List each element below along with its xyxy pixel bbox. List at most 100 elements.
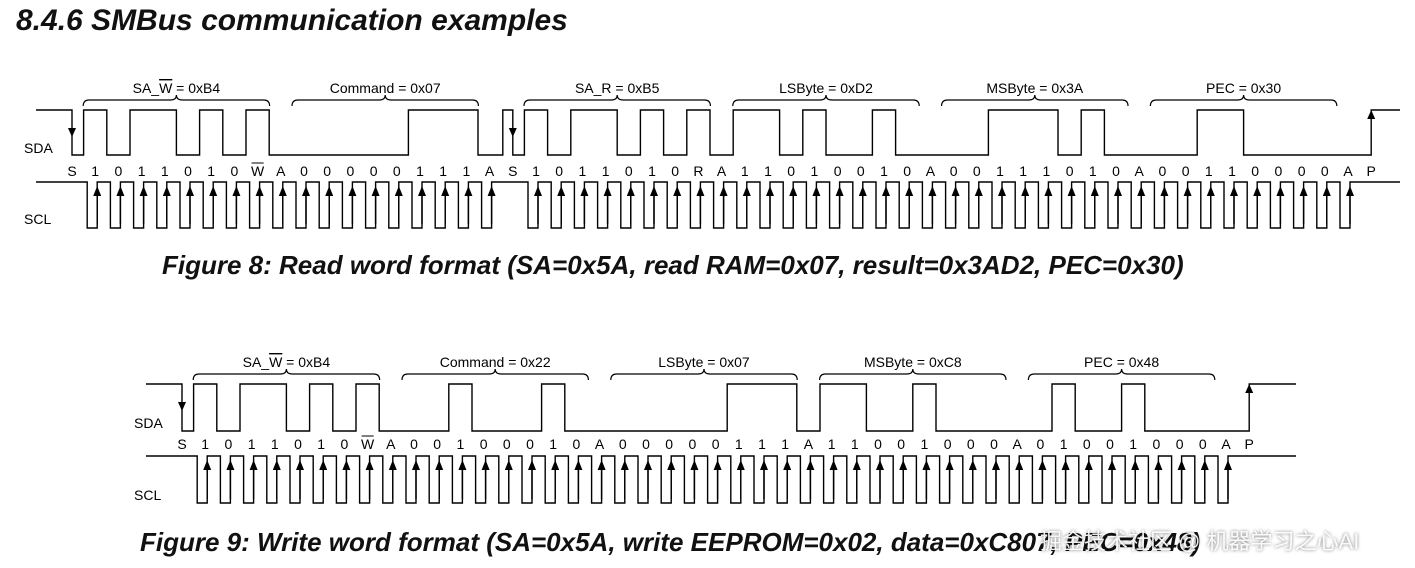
bit-label: 0 bbox=[1298, 163, 1306, 179]
clock-edge-arrowhead bbox=[644, 460, 652, 470]
clock-edge-arrowhead bbox=[829, 460, 838, 470]
bit-label: 1 bbox=[602, 163, 610, 179]
figure-8-caption: Figure 8: Read word format (SA=0x5A, rea… bbox=[162, 250, 1184, 280]
bit-label: 1 bbox=[811, 163, 819, 179]
clock-edge-arrowhead bbox=[1131, 460, 1140, 470]
bit-label: 0 bbox=[787, 163, 795, 179]
byte-group-label: LSByte = 0x07 bbox=[658, 354, 750, 370]
bit-label: 0 bbox=[1153, 436, 1161, 452]
byte-group-brace bbox=[819, 368, 1007, 381]
bit-label: W bbox=[361, 436, 375, 452]
clock-edge-arrowhead bbox=[371, 186, 380, 196]
clock-edge-arrowhead bbox=[736, 460, 745, 470]
bit-label: 1 bbox=[138, 163, 146, 179]
clock-edge-arrowhead bbox=[1108, 460, 1116, 470]
bit-label: 0 bbox=[1176, 436, 1184, 452]
clock-edge-arrowhead bbox=[905, 186, 914, 196]
bit-label: A bbox=[926, 163, 936, 179]
clock-edge-arrowhead bbox=[574, 460, 583, 470]
clock-edge-arrowhead bbox=[626, 186, 635, 196]
bit-label: 0 bbox=[294, 436, 302, 452]
start-condition-arrow bbox=[68, 128, 76, 137]
bit-label: 0 bbox=[625, 163, 633, 179]
bit-label: 1 bbox=[549, 436, 557, 452]
bit-label: A bbox=[276, 163, 286, 179]
clock-edge-arrowhead bbox=[319, 460, 328, 470]
clock-edge-arrowhead bbox=[1015, 460, 1024, 470]
byte-group-label: MSByte = 0x3A bbox=[986, 80, 1084, 96]
bit-label: 1 bbox=[416, 163, 424, 179]
clock-edge-arrowhead bbox=[1090, 186, 1099, 196]
bit-label: 1 bbox=[91, 163, 99, 179]
clock-edge-arrowhead bbox=[209, 186, 218, 196]
clock-edge-arrowhead bbox=[968, 460, 977, 470]
bit-label: 0 bbox=[115, 163, 123, 179]
watermark: 掘金技术社区 @ 机器学习之心AI bbox=[1040, 529, 1360, 554]
clock-edge-arrowhead bbox=[435, 460, 444, 470]
byte-group-brace bbox=[610, 368, 798, 381]
byte-group-label: Command = 0x22 bbox=[440, 354, 551, 370]
clock-edge-arrowhead bbox=[852, 460, 861, 470]
bit-label: 0 bbox=[950, 163, 958, 179]
bit-label: 1 bbox=[1129, 436, 1137, 452]
clock-edge-arrowhead bbox=[1137, 186, 1146, 196]
bit-label: 1 bbox=[648, 163, 656, 179]
clock-edge-arrowhead bbox=[783, 460, 792, 470]
start-condition-arrow bbox=[178, 402, 186, 411]
clock-edge-arrowhead bbox=[249, 460, 258, 470]
bit-label: 0 bbox=[433, 436, 441, 452]
bit-label: 1 bbox=[996, 163, 1004, 179]
byte-group-brace bbox=[732, 94, 920, 107]
sda-waveform bbox=[146, 383, 1296, 432]
byte-group-label: SA_R = 0xB5 bbox=[575, 80, 660, 96]
clock-edge-arrowhead bbox=[1200, 460, 1209, 470]
clock-edge-arrowhead bbox=[1276, 186, 1285, 196]
bit-label: 0 bbox=[393, 163, 401, 179]
sda-signal-label: SDA bbox=[24, 140, 53, 156]
clock-edge-arrowhead bbox=[1154, 460, 1163, 470]
bit-label: 0 bbox=[689, 436, 697, 452]
bit-label: 1 bbox=[457, 436, 465, 452]
clock-edge-arrowhead bbox=[394, 186, 403, 196]
clock-edge-arrowhead bbox=[1230, 186, 1238, 196]
bit-label: 0 bbox=[1251, 163, 1259, 179]
bit-label: 0 bbox=[1083, 436, 1091, 452]
clock-edge-arrowhead bbox=[974, 186, 983, 196]
bit-label: S bbox=[508, 163, 517, 179]
clock-edge-arrowhead bbox=[418, 186, 426, 196]
bit-label: 0 bbox=[967, 436, 975, 452]
bit-label: A bbox=[1343, 163, 1353, 179]
clock-edge-arrowhead bbox=[1299, 186, 1308, 196]
bit-label: 0 bbox=[555, 163, 563, 179]
scl-signal-label: SCL bbox=[24, 211, 51, 227]
clock-edge-arrowhead bbox=[226, 460, 235, 470]
bit-label: 1 bbox=[1089, 163, 1097, 179]
clock-edge-arrowhead bbox=[858, 186, 867, 196]
bit-label: W bbox=[251, 163, 265, 179]
clock-edge-arrowhead bbox=[1114, 186, 1122, 196]
bit-label: 0 bbox=[665, 436, 673, 452]
clock-edge-arrowhead bbox=[1160, 186, 1169, 196]
scl-signal-label: SCL bbox=[134, 487, 161, 503]
clock-edge-arrowhead bbox=[441, 186, 450, 196]
section-heading: 8.4.6 SMBus communication examples bbox=[16, 4, 568, 37]
bit-label: 0 bbox=[480, 436, 488, 452]
byte-group-label: Command = 0x07 bbox=[330, 80, 441, 96]
clock-edge-arrowhead bbox=[186, 186, 194, 196]
clock-edge-arrowhead bbox=[557, 186, 566, 196]
clock-edge-arrowhead bbox=[667, 460, 676, 470]
clock-edge-arrowhead bbox=[528, 460, 536, 470]
bit-label: A bbox=[1135, 163, 1145, 179]
sda-waveform bbox=[36, 109, 1400, 156]
bit-label: R bbox=[693, 163, 703, 179]
clock-edge-arrowhead bbox=[348, 186, 357, 196]
scl-waveform bbox=[146, 455, 1296, 504]
clock-edge-arrowhead bbox=[278, 186, 287, 196]
bit-label: 0 bbox=[1199, 436, 1207, 452]
bit-label: 0 bbox=[503, 436, 511, 452]
clock-edge-arrowhead bbox=[951, 186, 960, 196]
clock-edge-arrowhead bbox=[1021, 186, 1030, 196]
bit-label: 1 bbox=[741, 163, 749, 179]
bit-label: 0 bbox=[300, 163, 308, 179]
bit-label: 0 bbox=[231, 163, 239, 179]
